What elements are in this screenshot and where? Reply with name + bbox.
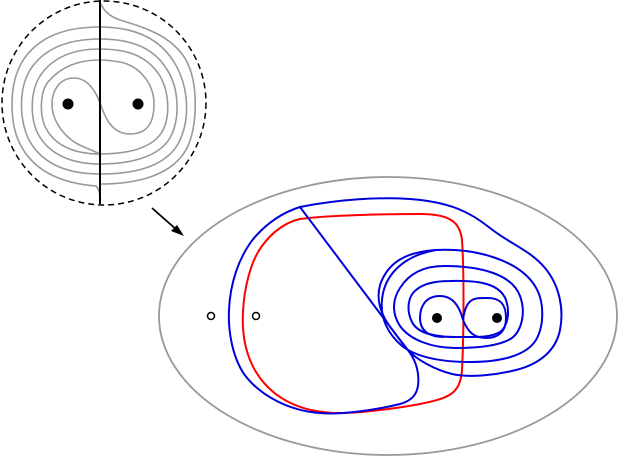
inset-curve-inner-left (40, 59, 101, 155)
arrow-head-icon (171, 225, 184, 236)
blue-curve-ring-1 (407, 279, 509, 339)
inset-disk (1, 0, 207, 206)
inset-gray-curves (11, 2, 197, 201)
dashed-disk-boundary (1, 0, 207, 206)
surface-boundary-ellipse (158, 176, 618, 456)
marked-point-left (432, 313, 442, 323)
inset-point-left (62, 98, 74, 110)
blue-curve-ring-3 (380, 248, 544, 364)
open-point-right (251, 311, 261, 321)
inset-curve-2 (31, 38, 178, 165)
inset-curve-5 (99, 2, 197, 185)
inset-curve-inner-right (99, 48, 169, 155)
blue-curve-ring-2 (393, 264, 524, 350)
map-arrow (151, 207, 184, 236)
arrow-shaft (151, 207, 179, 232)
open-point-left (206, 311, 216, 321)
main-surface (158, 176, 618, 456)
blue-curve-s-loop (418, 294, 508, 340)
inset-curve-1 (51, 59, 155, 155)
marked-point-right (492, 313, 502, 323)
blue-curve-outer (227, 197, 563, 415)
red-curve (241, 212, 465, 415)
inset-point-right (132, 98, 144, 110)
inset-curve-4 (11, 26, 101, 201)
